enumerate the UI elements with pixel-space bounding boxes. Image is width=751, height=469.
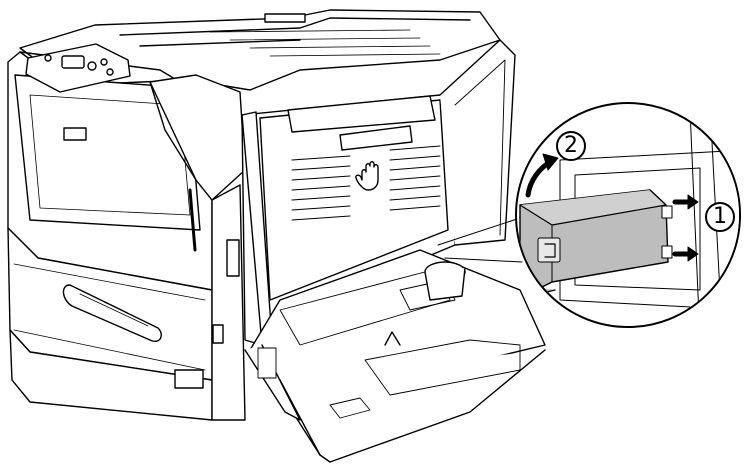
hand-icon <box>355 161 379 191</box>
arrow-icon <box>525 153 699 262</box>
mp-tray <box>244 249 546 463</box>
step-1-label: 1 <box>705 202 735 232</box>
zoom-callout <box>515 102 741 328</box>
side-cover <box>241 39 516 346</box>
step-2-label: 2 <box>556 131 586 161</box>
printer-body <box>7 9 501 421</box>
